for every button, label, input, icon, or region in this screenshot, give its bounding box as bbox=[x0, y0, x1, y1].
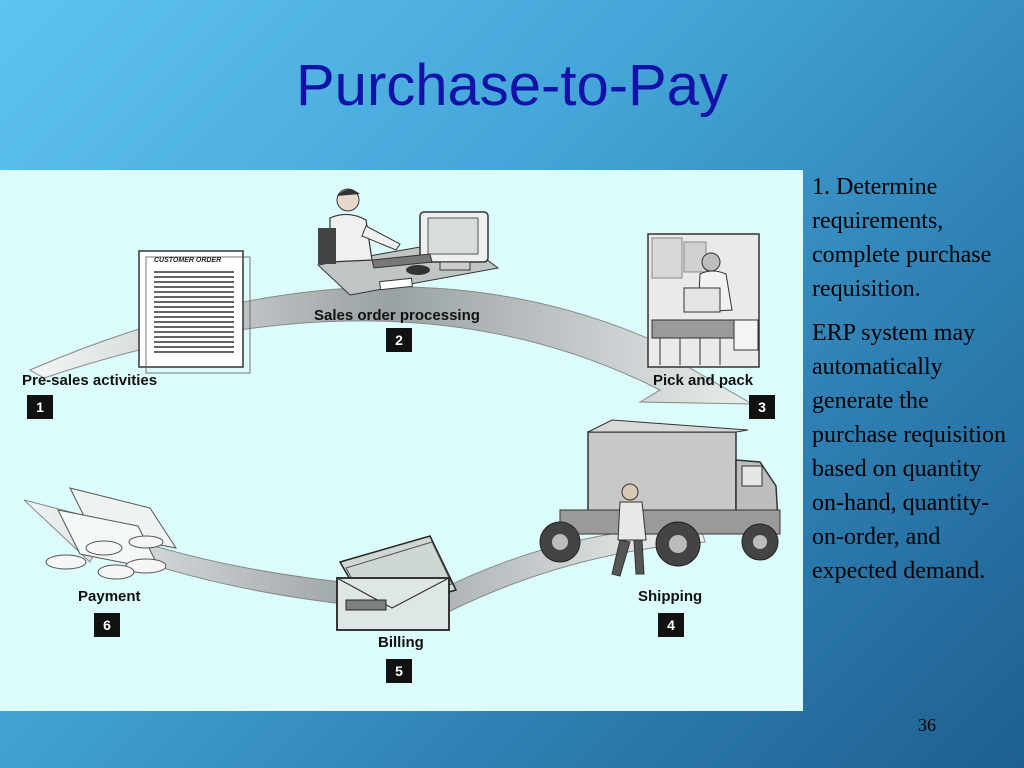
step-number-5: 5 bbox=[386, 659, 412, 683]
step-number-4: 4 bbox=[658, 613, 684, 637]
svg-text:CUSTOMER ORDER: CUSTOMER ORDER bbox=[154, 257, 221, 264]
step-label-payment: Payment bbox=[78, 588, 141, 605]
cycle-illustration: CUSTOMER ORDER bbox=[23, 188, 781, 631]
payment-money-icon bbox=[45, 487, 178, 580]
step-number-1: 1 bbox=[27, 395, 53, 419]
step-label-pick-pack: Pick and pack bbox=[653, 372, 754, 389]
slide-notes: 1. Determine requirements, complete purc… bbox=[812, 170, 1017, 598]
customer-order-document-icon: CUSTOMER ORDER bbox=[138, 250, 251, 374]
slide-page-number: 36 bbox=[918, 715, 936, 735]
note-point-2: ERP system may automatically generate th… bbox=[812, 320, 1006, 584]
step-number-2: 2 bbox=[386, 328, 412, 352]
warehouse-worker-photo-icon bbox=[647, 233, 760, 368]
step-label-billing: Billing bbox=[378, 634, 424, 651]
sales-clerk-desk-icon bbox=[316, 188, 500, 296]
step-label-sales-order: Sales order processing bbox=[314, 307, 480, 324]
step-number-6: 6 bbox=[94, 613, 120, 637]
slide-title: Purchase-to-Pay bbox=[296, 53, 728, 118]
step-label-pre-sales: Pre-sales activities bbox=[22, 372, 158, 389]
delivery-truck-icon bbox=[539, 419, 781, 577]
step-number-3: 3 bbox=[749, 395, 775, 419]
billing-envelopes-icon bbox=[336, 535, 458, 631]
note-point-1: 1. Determine requirements, complete purc… bbox=[812, 174, 992, 302]
process-diagram: CUSTOMER ORDER bbox=[0, 170, 803, 711]
step-label-shipping: Shipping bbox=[638, 588, 703, 605]
